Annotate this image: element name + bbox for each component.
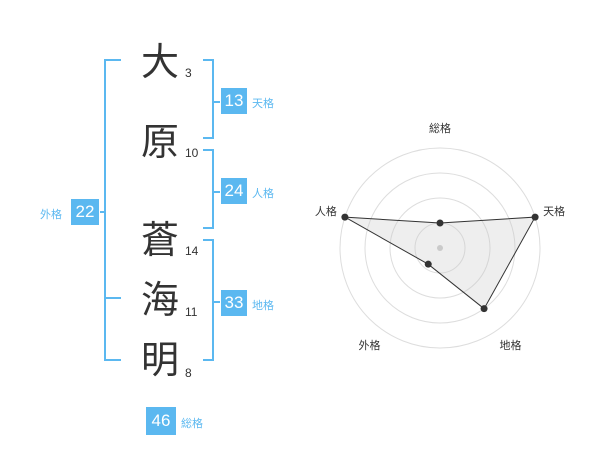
- name-char-3: 蒼: [140, 218, 179, 262]
- chi-bracket: [203, 239, 214, 361]
- name-char-1: 大: [140, 40, 179, 84]
- radar-center-dot: [437, 245, 443, 251]
- radar-axis-label-5: 人格: [315, 204, 337, 218]
- stroke-count-4: 11: [185, 305, 198, 319]
- sou-value-box: 46: [146, 407, 176, 435]
- sou-label: 総格: [181, 417, 203, 430]
- radar-point-2: [531, 213, 539, 221]
- ten-value-box: 13: [221, 88, 247, 114]
- radar-axis-label-4: 外格: [359, 338, 381, 352]
- jin-bracket: [203, 149, 214, 229]
- outer-bracket: [104, 59, 121, 361]
- radar-grid-ring-3: [364, 172, 516, 324]
- radar-grid-ring-2: [389, 197, 491, 299]
- radar-grid-ring-4: [339, 147, 541, 349]
- jin-value-box: 24: [221, 178, 247, 204]
- jin-label: 人格: [252, 187, 274, 200]
- gai-value-box: 22: [71, 199, 99, 225]
- radar-axis-label-2: 天格: [543, 204, 565, 218]
- stroke-count-1: 3: [185, 66, 192, 80]
- chi-label: 地格: [252, 299, 274, 312]
- stroke-count-2: 10: [185, 146, 199, 160]
- stroke-count-5: 8: [185, 366, 192, 380]
- radar-axis-label-1: 総格: [429, 121, 451, 135]
- radar-point-4: [424, 260, 432, 268]
- chi-value-box: 33: [221, 290, 247, 316]
- radar-point-1: [436, 219, 444, 227]
- radar-data-polygon: [344, 216, 536, 310]
- radar-axis-label-3: 地格: [500, 338, 522, 352]
- gai-label: 外格: [40, 208, 62, 221]
- ten-label: 天格: [252, 97, 274, 110]
- name-char-4: 海: [140, 278, 179, 322]
- radar-point-5: [341, 213, 349, 221]
- ten-bracket: [203, 59, 214, 139]
- stroke-count-3: 14: [185, 244, 199, 258]
- name-char-5: 明: [140, 338, 179, 382]
- radar-point-3: [480, 305, 488, 313]
- name-char-2: 原: [140, 120, 179, 164]
